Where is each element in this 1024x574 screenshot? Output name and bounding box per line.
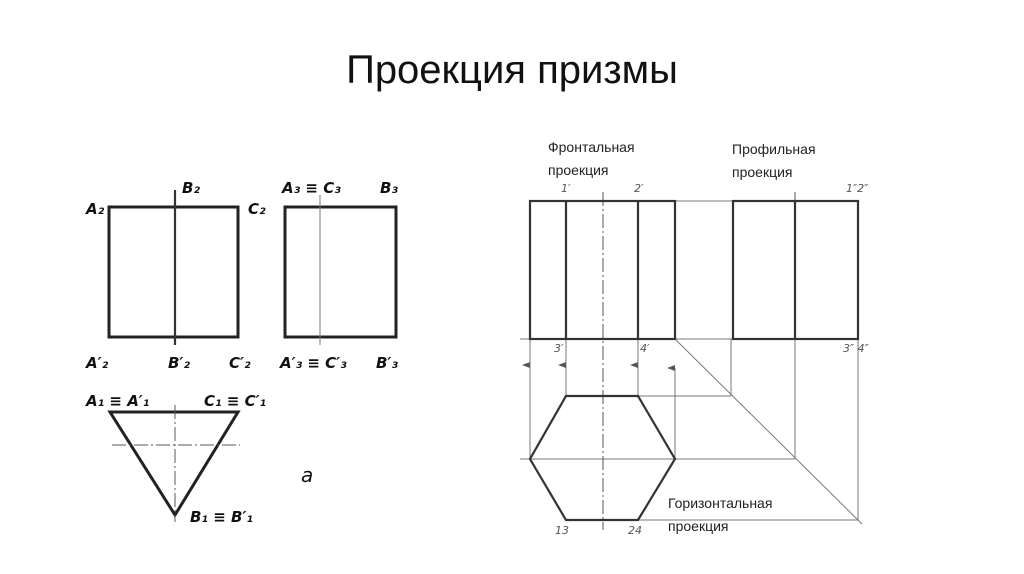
point-3-4-double-prime: 3″ 4″ [843,342,870,355]
caption-frontal-line1: Фронтальная [548,139,635,155]
frontal-view-rect [528,199,677,341]
slide-title: Проекция призмы [346,48,678,92]
point-1-2-double-prime: 1″2″ [846,182,869,195]
caption-horizontal-line1: Горизонтальная [668,495,772,511]
caption-profile-line1: Профильная [732,141,816,157]
caption-horizontal-line2: проекция [668,518,728,534]
horizontal-view-hexagon [528,394,677,522]
point-13: 13 [555,524,569,537]
label-b3: B₃ [380,179,398,197]
caption-profile-line2: проекция [732,164,792,180]
constant-line-45deg [674,338,863,525]
horizontal-view-triangle [107,410,241,518]
figure-label-a: a [301,463,313,487]
point-2-prime: 2′ [634,182,644,195]
label-a3-c3: A₃ ≡ C₃ [281,179,341,197]
triangular-prism-drawing: A₂ B₂ C₂ A′₂ B′₂ C′₂ A₃ ≡ C₃ B₃ A′₃ ≡ C′… [85,179,398,526]
point-4-prime: 4′ [640,342,650,355]
label-a1: A₁ ≡ A′₁ [85,392,149,410]
caption-frontal-line2: проекция [548,162,608,178]
frontal-view-rect [107,205,240,339]
point-1-prime: 1′ [561,182,571,195]
point-3-prime: 3′ [554,342,564,355]
label-b1: B₁ ≡ B′₁ [190,508,253,526]
label-c2-prime: C′₂ [229,354,251,372]
label-a3-c3-prime: A′₃ ≡ C′₃ [279,354,347,372]
point-24: 24 [628,524,642,537]
label-a2: A₂ [85,200,105,218]
label-b2: B₂ [182,179,200,197]
label-b2-prime: B′₂ [168,354,190,372]
label-c1: C₁ ≡ C′₁ [204,392,266,410]
label-b3-prime: B′₃ [376,354,398,372]
label-c2: C₂ [248,200,266,218]
hexagonal-prism-drawing: 1′ 2′ 1″2″ 3′ 4′ 3″ 4″ 13 24 Фронтальная… [520,139,870,537]
label-a2-prime: A′₂ [85,354,109,372]
profile-view-rect [283,205,398,339]
